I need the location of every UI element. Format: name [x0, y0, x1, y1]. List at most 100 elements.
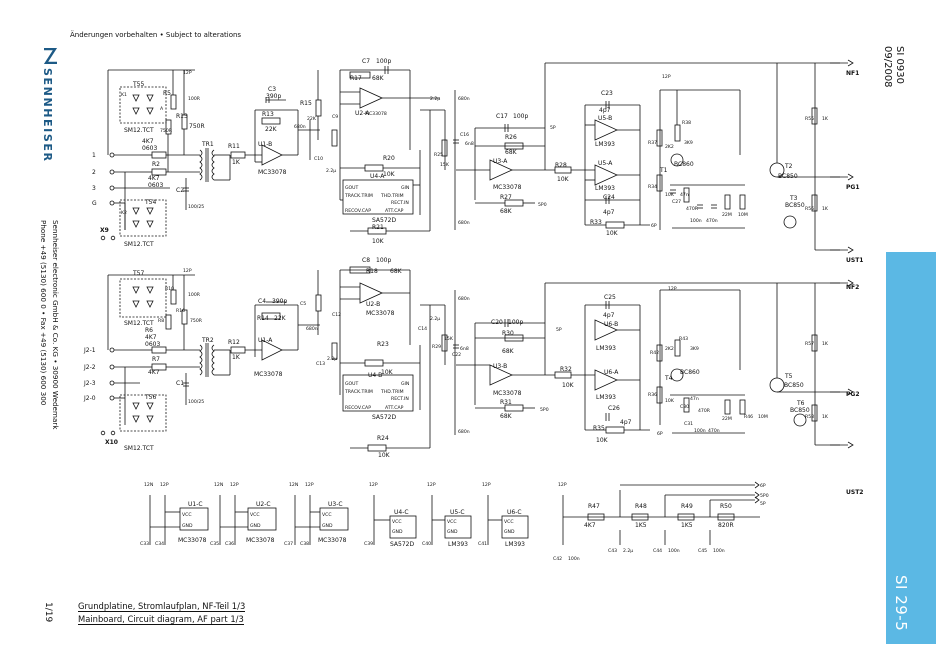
- label-r42: R42: [650, 350, 659, 356]
- label-c8v: 100p: [376, 257, 391, 264]
- label-r10: R10: [165, 286, 174, 292]
- label-c19: 680n: [458, 296, 470, 302]
- label-diode-4: SM12.TCT: [124, 445, 154, 452]
- label-t4: T4: [664, 375, 673, 382]
- label-c43v: 2.2µ: [623, 548, 633, 554]
- label-c44: C44: [653, 548, 662, 554]
- label-c20v: 100p: [508, 319, 523, 326]
- ch1-protection-bottom: [119, 199, 167, 237]
- label-pin2-thd: THD.TRIM: [380, 389, 404, 395]
- label-pin2-recov: RECOV.CAP: [345, 405, 371, 411]
- label-c4: C4: [258, 298, 266, 305]
- label-12p-2: 12P: [662, 74, 671, 80]
- label-r58v: 1K: [822, 414, 829, 420]
- label-r41: 10M: [738, 212, 748, 218]
- label-c22v: 6n8: [460, 346, 469, 352]
- label-r6v: 4K7: [145, 334, 157, 341]
- label-u3a: U3-A: [493, 158, 508, 165]
- label-pg2: PG2: [846, 391, 860, 398]
- label-vcc-4: VCC: [392, 519, 402, 525]
- section-tab-band: [886, 252, 936, 644]
- label-r43v: 3K9: [690, 346, 699, 352]
- label-pin-g: G: [92, 200, 97, 207]
- label-c25v: 4p7: [603, 312, 615, 319]
- label-r4t: 0603: [142, 145, 157, 152]
- label-c13v: 2.2µ: [327, 356, 337, 362]
- label-c8: C8: [362, 257, 370, 264]
- label-u6c-type: LM393: [505, 541, 525, 548]
- label-c10v: 2.2µ: [326, 168, 336, 174]
- label-c13: C13: [316, 361, 325, 367]
- label-r12v: 1K: [232, 354, 241, 361]
- label-r33v: 10K: [606, 230, 619, 237]
- label-u4a: U4-A: [370, 173, 385, 180]
- label-r58: R58: [805, 414, 814, 420]
- label-r55: R55: [805, 116, 814, 122]
- label-c12: C12: [332, 312, 341, 318]
- label-r5v: 100R: [188, 96, 201, 102]
- label-12p-5: 12P: [160, 482, 169, 488]
- label-pin-recov: RECOV.CAP: [345, 208, 371, 214]
- label-t1: T1: [659, 167, 668, 174]
- label-j2-3: J2-3: [83, 380, 96, 387]
- label-c16v: 6n8: [465, 141, 474, 147]
- label-r18v: 68K: [390, 268, 403, 275]
- label-r35: R35: [593, 425, 605, 432]
- label-r30: R30: [502, 330, 514, 337]
- label-r11: R11: [228, 143, 240, 150]
- label-r14v: 22K: [265, 126, 278, 133]
- label-r25: R25: [434, 152, 443, 158]
- label-t5: T5: [784, 373, 793, 380]
- caption-english: Mainboard, Circuit diagram, AF part 1/3: [78, 614, 244, 625]
- label-c25: C25: [604, 294, 616, 301]
- label-5p0-3: 5P0: [760, 493, 769, 499]
- label-vcc-2: VCC: [250, 512, 260, 518]
- label-r23: R23: [377, 341, 389, 348]
- label-c37: C37: [284, 541, 293, 547]
- label-r42v: 2K2: [665, 346, 674, 352]
- label-12p-6: 12P: [230, 482, 239, 488]
- label-t6: T6: [796, 400, 805, 407]
- label-t3-type: BC850: [785, 202, 805, 209]
- label-12p-1: 12P: [183, 70, 192, 76]
- label-diode-3: SM12.TCT: [124, 320, 154, 327]
- label-t2-type: BC850: [778, 173, 798, 180]
- label-c40: C40: [422, 541, 431, 547]
- label-5p0-1: 5P0: [538, 202, 547, 208]
- label-tr2: TR2: [201, 337, 214, 344]
- label-c30v: 47n: [690, 396, 699, 402]
- label-r37v: 2K2: [665, 144, 674, 150]
- label-r12: R12: [228, 339, 240, 346]
- label-c26v: 4p7: [620, 419, 632, 426]
- label-r24v: 10K: [378, 452, 391, 459]
- label-pin-rect: RECT.IN: [391, 200, 409, 206]
- label-c16: C16: [460, 132, 469, 138]
- channel-1: [100, 59, 854, 254]
- label-pin2-track: TRACK.TRIM: [344, 389, 373, 395]
- label-c20: C20: [491, 319, 503, 326]
- label-r21v: 10K: [372, 238, 385, 245]
- label-c2v: 100/25: [188, 204, 204, 210]
- label-c7v: 100p: [376, 58, 391, 65]
- label-6p-1: 6P: [651, 223, 657, 229]
- label-pin2-att: ATT.CAP: [385, 405, 404, 411]
- label-12n-1: 12N: [144, 482, 153, 488]
- label-j2-1: J2-1: [83, 347, 96, 354]
- diagram-labels: 1 2 3 G X9 T55 SM12.TCT T54 SM12.TCT K1 …: [83, 58, 863, 562]
- label-c1v: 100/25: [188, 399, 204, 405]
- label-c45: C45: [698, 548, 707, 554]
- label-c1: C1: [176, 380, 184, 387]
- label-12p-11: 12P: [558, 482, 567, 488]
- label-u6a-type: LM393: [596, 394, 616, 401]
- label-t6-type: BC850: [790, 407, 810, 414]
- label-r34v: 10K: [665, 192, 675, 198]
- label-c7: C7: [362, 58, 370, 65]
- label-r50v: 820R: [718, 522, 734, 529]
- label-r27: R27: [500, 194, 512, 201]
- label-r45: 22M: [722, 416, 732, 422]
- label-pin-gout: GOUT: [345, 185, 359, 191]
- label-pin-3: 3: [92, 185, 96, 192]
- label-r48v: 1K5: [635, 522, 647, 529]
- label-r2v: 4K7: [148, 175, 160, 182]
